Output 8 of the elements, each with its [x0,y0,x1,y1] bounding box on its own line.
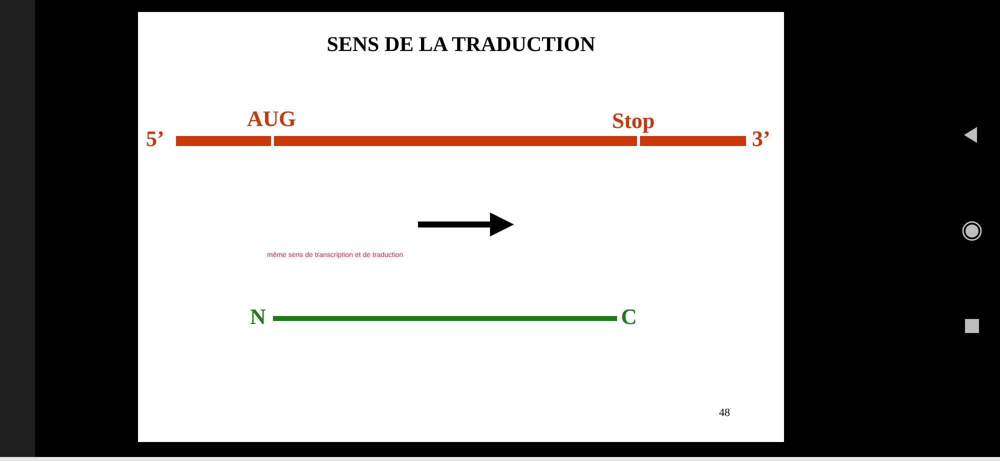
codon-label: AUG [247,108,296,130]
strand-end-label: 3’ [752,128,770,150]
strand-end-label: 5’ [146,128,164,150]
slide-title: SENS DE LA TRADUCTION [326,34,596,55]
terminus-label: C [621,306,637,328]
codon-label: Stop [612,110,655,132]
page-number: 48 [719,408,730,419]
terminus-label: N [250,306,266,328]
